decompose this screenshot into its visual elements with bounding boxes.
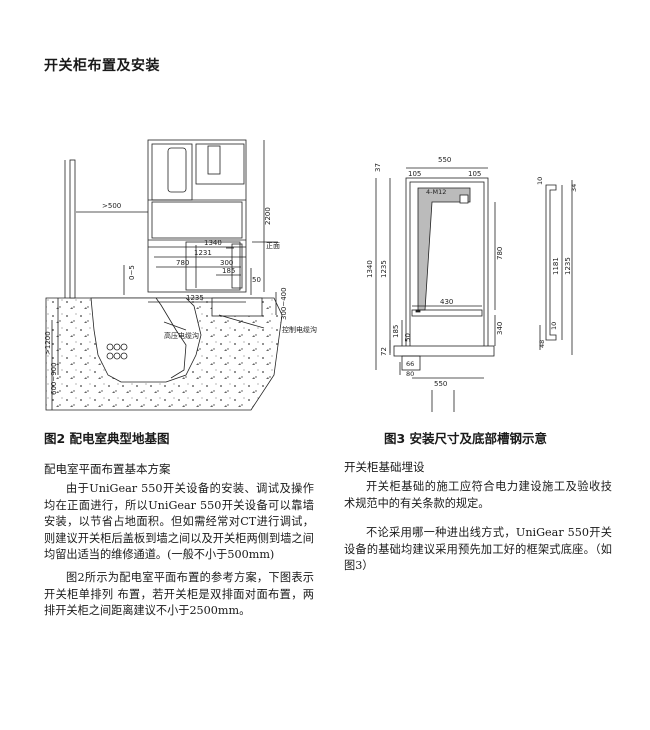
fig2-dim-1340: 1340: [204, 239, 222, 247]
fig2-dim-1200: >1200: [44, 331, 52, 355]
fig3-dim-105-a: 105: [408, 170, 421, 178]
fig3-dim-50: 50: [404, 333, 412, 342]
fig2-drawing: >500 1340 1231 780 300 185 50 2200 正面 0~…: [44, 139, 317, 411]
fig2-dim-500: >500: [102, 202, 121, 210]
fig3-dim-550-top: 550: [438, 156, 451, 164]
fig2-dim-780: 780: [176, 259, 189, 267]
fig3-dim-1235-right: 1235: [564, 257, 572, 275]
fig3-dim-48: 48: [538, 340, 546, 348]
left-heading: 配电室平面布置基本方案: [44, 462, 171, 476]
right-heading: 开关柜基础埋设: [344, 460, 425, 474]
right-paragraph-2: 不论采用哪一种进出线方式，UniGear 550开关设备的基础均建议采用预先加工…: [344, 526, 612, 572]
fig2-dim-300-400: 300~400: [280, 287, 288, 320]
fig3-dim-780: 780: [496, 247, 504, 260]
fig3-dim-10-b: 10: [550, 322, 558, 330]
fig3-dim-72: 72: [380, 347, 388, 356]
fig2-dim-185: 185: [222, 267, 235, 275]
fig3-dim-10: 10: [536, 177, 544, 185]
fig3-dim-1181: 1181: [552, 257, 560, 275]
fig2-dim-1231: 1231: [194, 249, 212, 257]
fig2-label-front: 正面: [266, 242, 280, 250]
fig3-dim-34: 34: [570, 184, 578, 192]
fig2-dim-600-900: 600~900: [50, 362, 58, 395]
fig3-dim-66: 66: [406, 360, 414, 368]
fig3-dim-550-bottom: 550: [434, 380, 447, 388]
left-paragraph-2: 图2所示为配电室平面布置的参考方案，下图表示开关柜单排列 布置，若开关柜是双排面…: [44, 571, 314, 617]
fig3-dim-185: 185: [392, 325, 400, 338]
fig2-dim-0-5: 0~5: [128, 265, 136, 280]
fig2-dim-50: 50: [252, 276, 261, 284]
fig2-label-hv-trench: 高压电缆沟: [164, 331, 199, 340]
left-paragraph-1: 由于UniGear 550开关设备的安装、调试及操作均在正面进行，所以UniGe…: [44, 482, 314, 561]
fig3-caption: 图3 安装尺寸及底部槽钢示意: [384, 431, 548, 446]
fig2-dim-1235: 1235: [186, 294, 204, 302]
fig2-caption: 图2 配电室典型地基图: [44, 431, 170, 446]
fig2-dim-2200: 2200: [264, 207, 272, 225]
fig3-dim-105-b: 105: [468, 170, 481, 178]
fig3-dim-37: 37: [374, 163, 382, 172]
fig3-dim-80: 80: [406, 370, 414, 378]
fig2-label-ctrl-trench: 控制电缆沟: [282, 325, 317, 334]
fig3-dim-1235: 1235: [380, 260, 388, 278]
page-title: 开关柜布置及安装: [44, 58, 160, 74]
fig3-dim-430: 430: [440, 298, 453, 306]
fig3-dim-340: 340: [496, 322, 504, 335]
right-paragraph-1: 开关柜基础的施工应符合电力建设施工及验收技术规范中的有关条款的规定。: [344, 480, 612, 510]
fig2-dim-300: 300: [220, 259, 233, 267]
fig3-dim-m12: 4-M12: [426, 188, 446, 196]
fig3-drawing: 37 550 105 105 4-M12 1340 1235 780 430 3…: [366, 156, 578, 412]
fig3-dim-1340: 1340: [366, 260, 374, 278]
cable-bundle-1: [106, 343, 128, 360]
